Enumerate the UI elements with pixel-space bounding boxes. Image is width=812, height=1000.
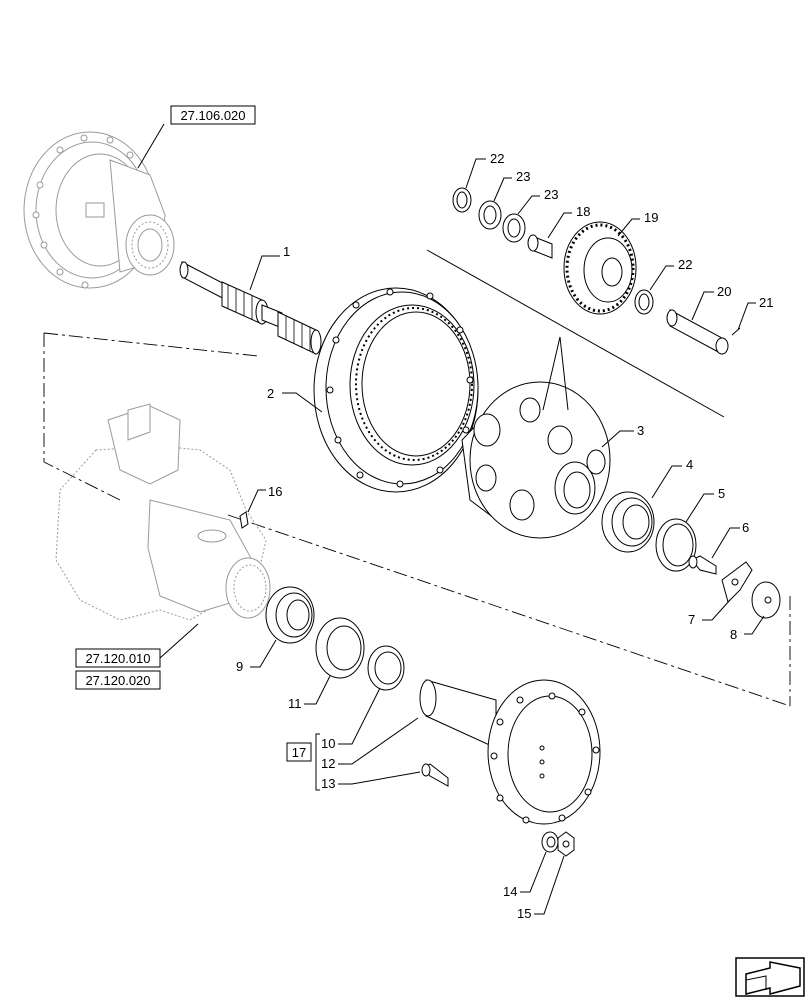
part-9-bearing [265,586,315,644]
callout-22b[interactable]: 22 [678,257,692,272]
leader-2 [282,392,323,413]
part-8-washer [751,581,781,619]
leader-11 [304,675,331,705]
leader-13 [338,771,421,785]
callout-7[interactable]: 7 [688,612,695,627]
callout-13[interactable]: 13 [321,776,335,791]
leader-10 [338,687,381,745]
leader-9 [250,639,277,668]
callout-8[interactable]: 8 [730,627,737,642]
part-10-spacer-ring [367,645,405,691]
part-22-circlip-upper [452,187,472,213]
leader-22a [465,158,486,189]
callout-21[interactable]: 21 [759,295,773,310]
callout-23a[interactable]: 23 [516,169,530,184]
part-3-planet-carrier [461,381,611,539]
callout-22a[interactable]: 22 [490,151,504,166]
part-18-spacer [527,234,553,259]
part-19-planet-gear [563,221,637,315]
leader-ref-top [137,123,165,169]
group-bracket-17 [315,733,320,791]
callout-12[interactable]: 12 [321,756,335,771]
axle-housing-reference [55,403,271,621]
callout-1[interactable]: 1 [283,244,290,259]
callout-11[interactable]: 11 [288,696,302,711]
part-22-circlip-lower [634,289,654,315]
callout-18[interactable]: 18 [576,204,590,219]
part-16-breather [239,511,249,529]
leader-14 [520,851,547,893]
part-12-output-hub [419,679,601,825]
callout-2[interactable]: 2 [267,386,274,401]
planet-group-bracket [426,249,725,418]
leader-22b [649,265,674,291]
ref-box-housing-1[interactable]: 27.120.010 [75,648,161,668]
part-15-nut [557,831,575,857]
ref-housing-1-label: 27.120.010 [85,651,150,666]
callout-10[interactable]: 10 [321,736,335,751]
part-14-washer [541,831,559,853]
ref-box-group-17[interactable]: 17 [286,742,312,762]
part-13-stud [421,763,449,787]
ref-box-housing-2[interactable]: 27.120.020 [75,670,161,690]
prev-page-arrow-icon[interactable] [735,957,805,997]
callout-14[interactable]: 14 [503,884,517,899]
callout-9[interactable]: 9 [236,659,243,674]
final-drive-housing-reference [23,131,175,289]
leader-7 [702,599,731,621]
part-23-needle-bearing-1 [478,200,502,230]
callout-4[interactable]: 4 [686,457,693,472]
leader-23b [517,195,540,215]
part-1-shaft [179,261,322,355]
ref-top-label: 27.106.020 [180,108,245,123]
part-7-lock-plate [721,561,753,603]
callout-15[interactable]: 15 [517,906,531,921]
part-20-planet-pin [666,309,729,355]
assembly-boundary [43,332,791,707]
leader-4 [651,465,682,499]
callout-5[interactable]: 5 [718,486,725,501]
leader-8 [744,615,765,635]
leader-23a [493,177,512,202]
callout-3[interactable]: 3 [637,423,644,438]
leader-3 [601,430,634,448]
callout-20[interactable]: 20 [717,284,731,299]
part-11-seal [315,617,365,679]
leader-16 [247,489,266,513]
ref-housing-2-label: 27.120.020 [85,673,150,688]
part-6-bolt [688,555,717,575]
leader-12 [338,717,419,765]
leader-1 [249,255,280,291]
leader-5 [685,493,714,523]
leader-6 [711,527,740,559]
part-4-bearing [601,491,655,553]
leader-18 [547,212,572,239]
callout-23b[interactable]: 23 [544,187,558,202]
ref-box-top[interactable]: 27.106.020 [170,105,256,125]
leader-19 [617,218,640,237]
leader-ref-housing [159,623,199,659]
part-2-ring-gear [313,287,479,493]
part-5-seal-ring [655,518,697,572]
leader-21 [737,302,756,331]
part-23-needle-bearing-2 [502,213,526,243]
callout-6[interactable]: 6 [742,520,749,535]
callout-19[interactable]: 19 [644,210,658,225]
leader-15 [534,855,565,915]
callout-16[interactable]: 16 [268,484,282,499]
leader-20 [691,291,714,321]
group-17-label: 17 [292,745,306,760]
